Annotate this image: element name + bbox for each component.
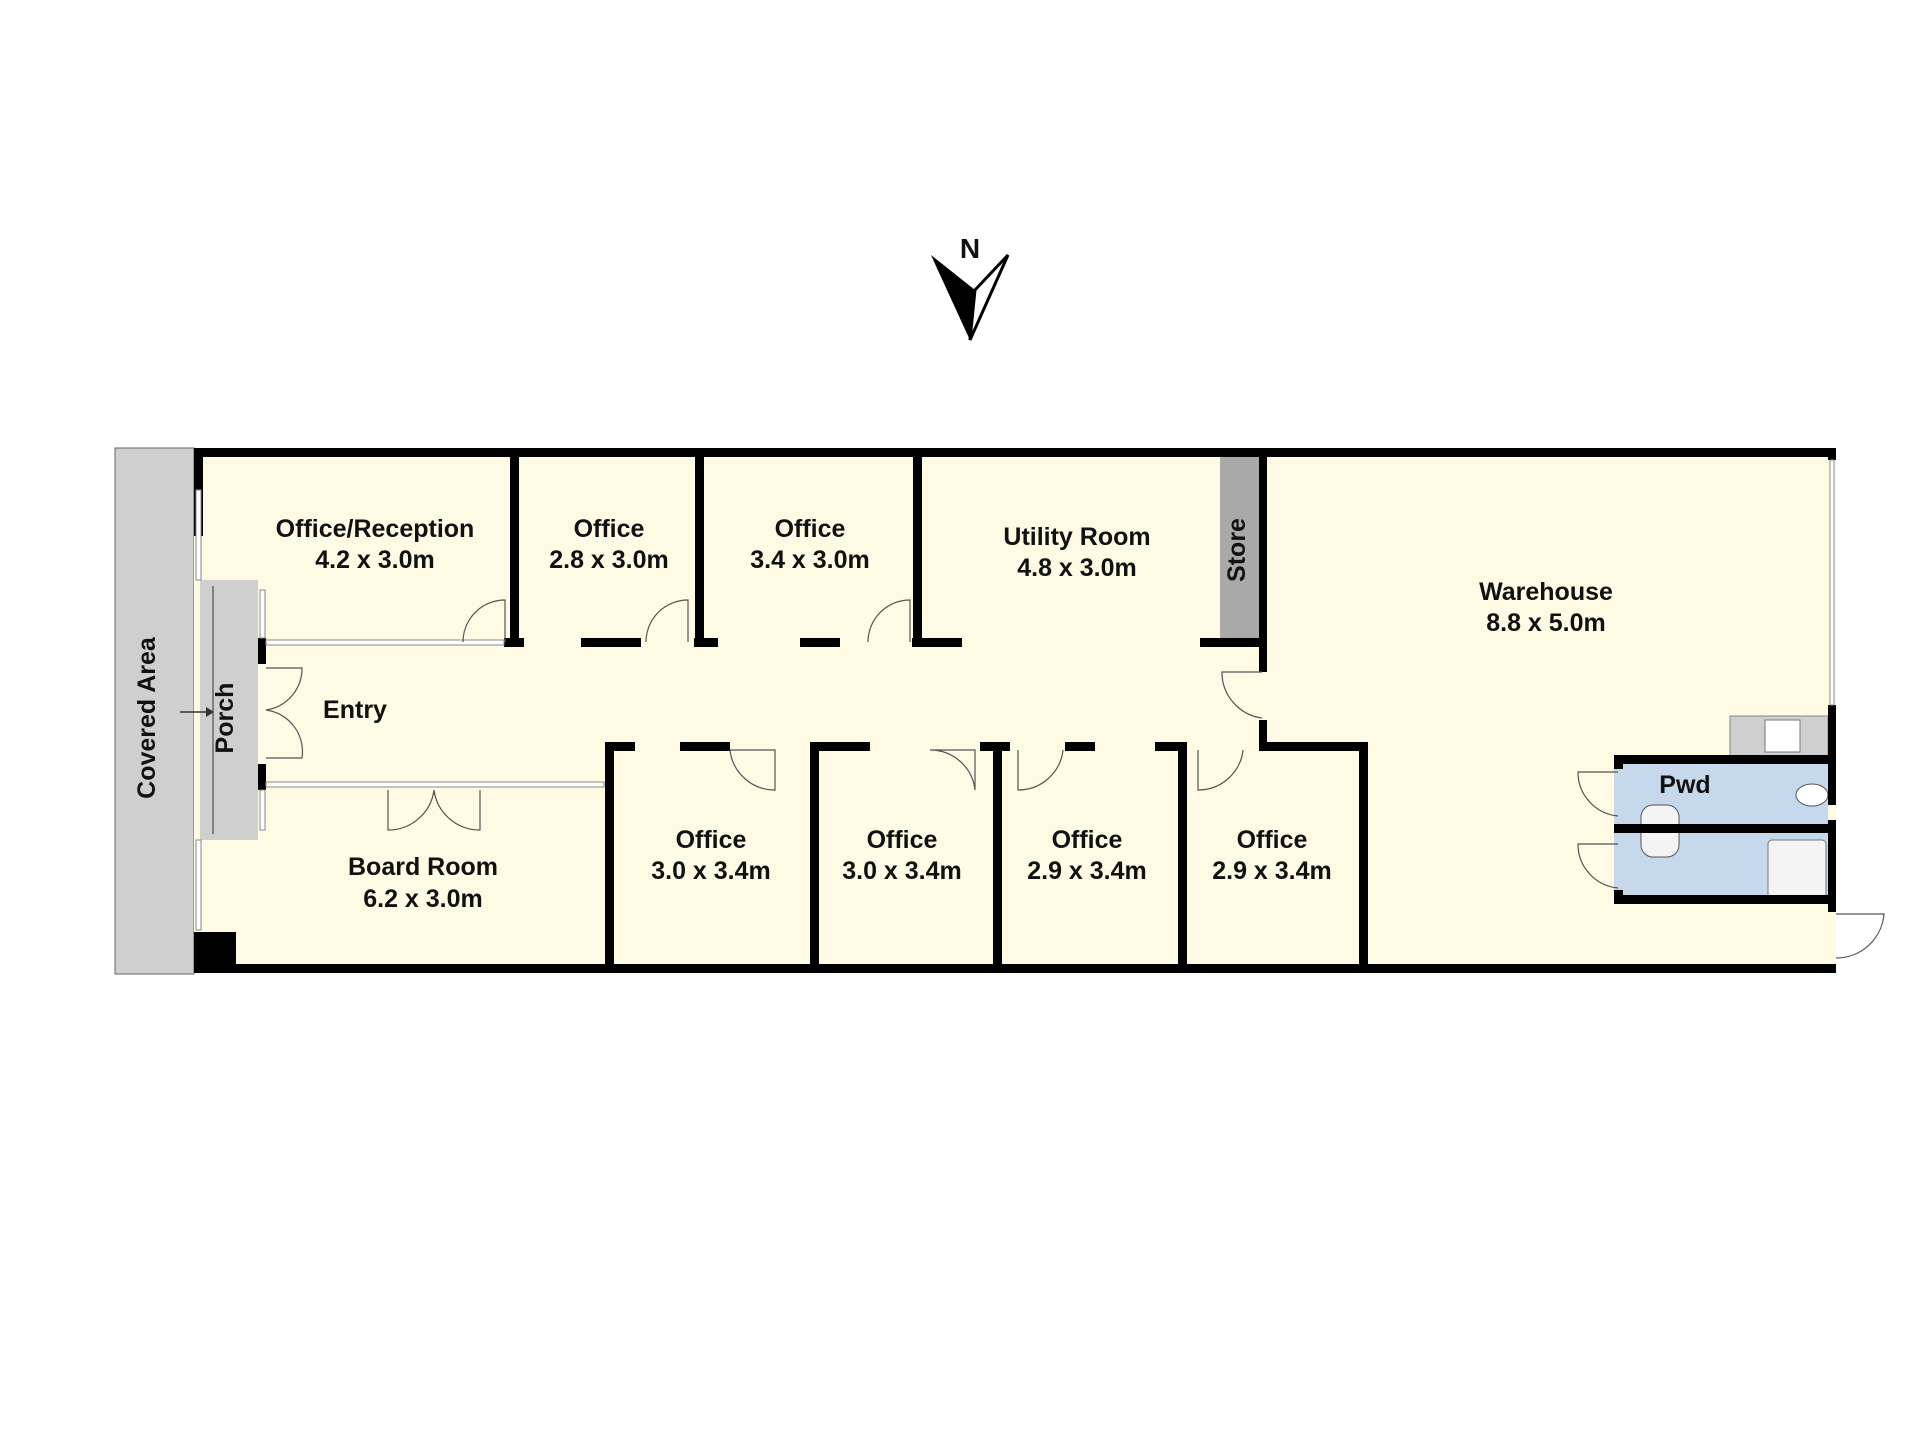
covered-area-label: Covered Area <box>133 636 161 799</box>
doors <box>265 599 1885 959</box>
office-top-1-size: 2.8 x 3.0m <box>549 546 669 574</box>
building-floor <box>194 448 1836 972</box>
office-bottom-4-size: 2.9 x 3.4m <box>1212 857 1332 885</box>
toilet-icon <box>1795 783 1829 807</box>
store-floor <box>1220 456 1259 642</box>
office-bottom-3-label: Office <box>1052 826 1123 854</box>
covered-area <box>114 447 195 975</box>
board-room-label: Board Room <box>348 853 498 881</box>
pwd-label: Pwd <box>1659 771 1710 799</box>
office-bottom-1-label: Office <box>676 826 747 854</box>
office-top-2-label: Office <box>775 515 846 543</box>
north-compass-icon: N <box>931 233 1010 341</box>
windows <box>195 459 1835 931</box>
office-bottom-3-size: 2.9 x 3.4m <box>1027 857 1147 885</box>
office-top-1-label: Office <box>574 515 645 543</box>
shower-icon <box>1767 839 1827 899</box>
utility-room-size: 4.8 x 3.0m <box>1017 554 1137 582</box>
entry-label: Entry <box>323 696 387 724</box>
sink-icon <box>1764 719 1801 753</box>
porch-label: Porch <box>211 683 239 754</box>
utility-room-label: Utility Room <box>1003 523 1150 551</box>
office-reception-label: Office/Reception <box>276 515 475 543</box>
office-top-2-size: 3.4 x 3.0m <box>750 546 870 574</box>
office-bottom-2-size: 3.0 x 3.4m <box>842 857 962 885</box>
store-label: Store <box>1223 518 1251 582</box>
office-bottom-4-label: Office <box>1237 826 1308 854</box>
walls <box>194 448 1836 973</box>
compass-north-label: N <box>960 233 980 264</box>
board-room-size: 6.2 x 3.0m <box>363 885 483 913</box>
office-bottom-1-size: 3.0 x 3.4m <box>651 857 771 885</box>
office-reception-size: 4.2 x 3.0m <box>315 546 435 574</box>
warehouse-size: 8.8 x 5.0m <box>1486 609 1606 637</box>
warehouse-label: Warehouse <box>1479 578 1613 606</box>
office-bottom-2-label: Office <box>867 826 938 854</box>
